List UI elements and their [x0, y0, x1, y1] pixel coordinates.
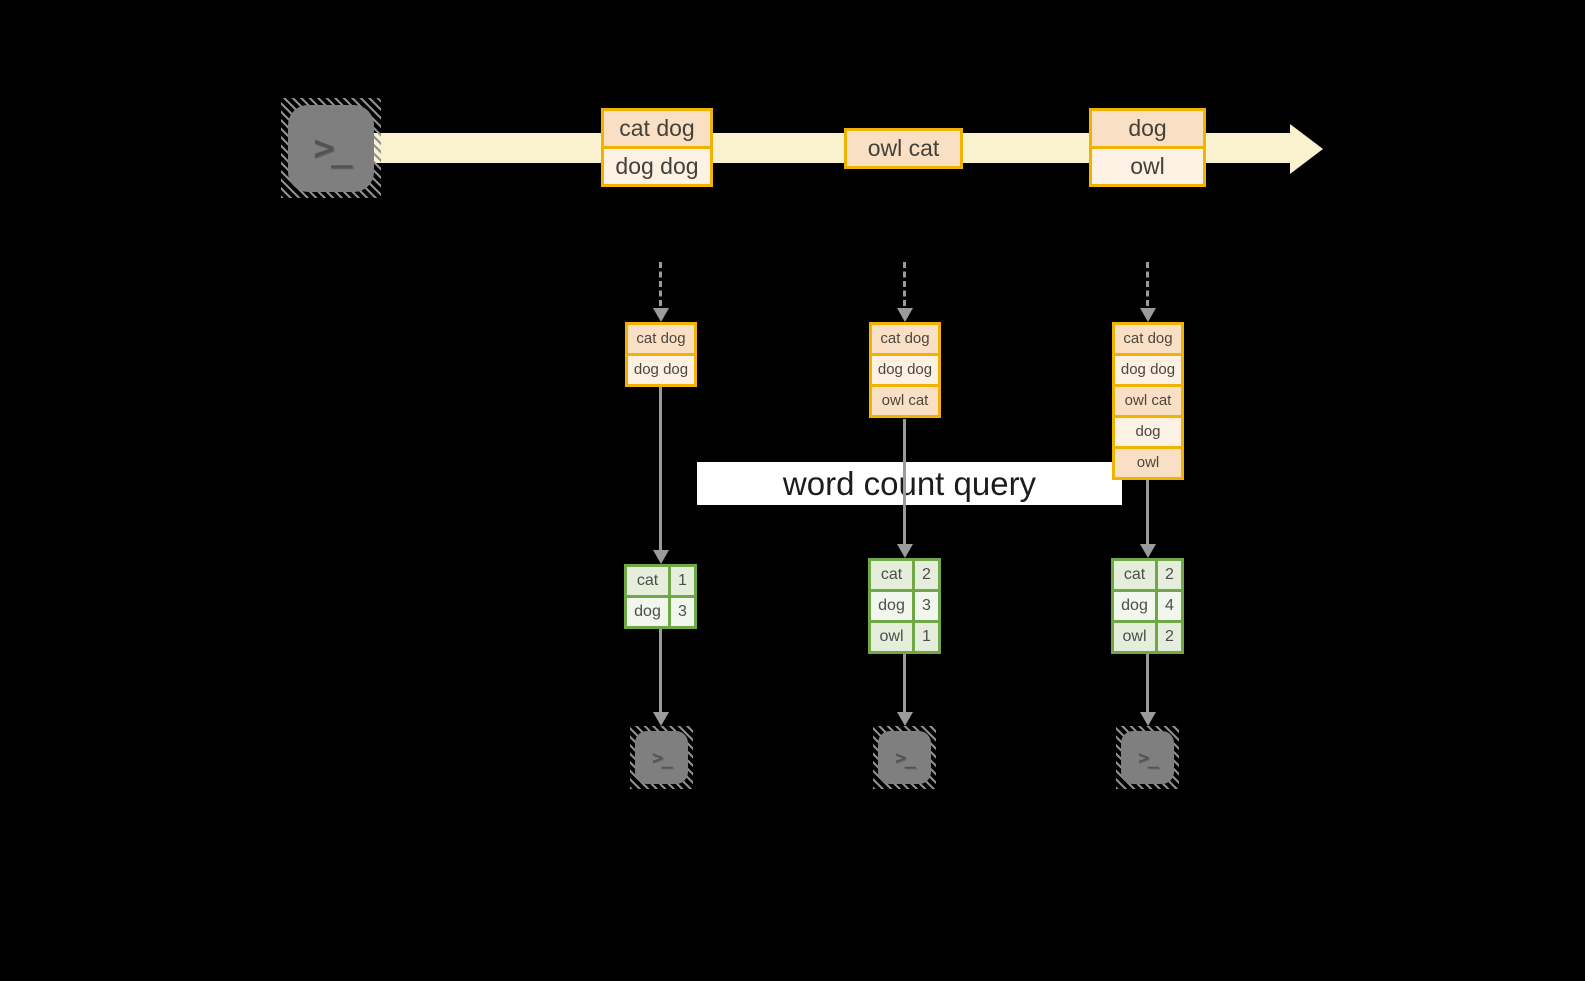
count-cell: 2 — [1155, 561, 1181, 589]
terminal-prompt-glyph: >_ — [313, 128, 352, 169]
count-cell: 3 — [912, 592, 938, 620]
count-row: cat 2 — [1114, 561, 1181, 589]
output-arrow — [903, 654, 906, 712]
count-cell: 1 — [912, 623, 938, 651]
batch-arrowhead-icon — [653, 308, 669, 322]
batch-row: dog dog — [872, 353, 938, 384]
count-row: owl 1 — [871, 620, 938, 651]
word-cell: owl — [1122, 628, 1147, 645]
count-row: cat 1 — [627, 567, 694, 595]
terminal-prompt-glyph: >_ — [1138, 746, 1159, 769]
batch-row: dog dog — [628, 353, 694, 384]
query-arrow — [1146, 480, 1149, 544]
query-arrow — [659, 387, 662, 550]
word-cell: cat — [636, 572, 659, 589]
terminal-output-icon: >_ — [1116, 726, 1179, 789]
word-count-table-1: cat 1 dog 3 — [624, 564, 697, 629]
batch-arrow-dashed — [903, 262, 906, 306]
word-cell: owl — [879, 628, 904, 645]
output-arrow — [659, 629, 662, 712]
word-cell: dog — [1121, 597, 1148, 614]
stream-arrowhead-icon — [1290, 124, 1323, 174]
batch-row: owl cat — [1115, 384, 1181, 415]
event-line: owl cat — [847, 131, 960, 166]
terminal-body: >_ — [635, 731, 688, 784]
word-count-table-2: cat 2 dog 3 owl 1 — [868, 558, 941, 654]
event-line: dog — [1092, 111, 1203, 146]
batch-row: cat dog — [628, 325, 694, 353]
event-line: dog dog — [604, 146, 710, 184]
word-count-table-3: cat 2 dog 4 owl 2 — [1111, 558, 1184, 654]
micro-batch-2: cat dog dog dog owl cat — [869, 322, 941, 418]
query-arrow — [903, 419, 906, 544]
count-row: dog 4 — [1114, 589, 1181, 620]
terminal-prompt-glyph: >_ — [652, 746, 673, 769]
stream-event-box-3: dog owl — [1089, 108, 1206, 187]
query-arrowhead-icon — [1140, 544, 1156, 558]
batch-row: dog dog — [1115, 353, 1181, 384]
micro-batch-3: cat dog dog dog owl cat dog owl — [1112, 322, 1184, 480]
count-row: dog 3 — [871, 589, 938, 620]
batch-row: owl cat — [872, 384, 938, 415]
count-cell: 2 — [1155, 623, 1181, 651]
terminal-output-icon: >_ — [630, 726, 693, 789]
word-cell: dog — [634, 603, 661, 620]
word-cell: cat — [1123, 566, 1146, 583]
terminal-source-icon: >_ — [281, 98, 381, 198]
count-cell: 1 — [668, 567, 694, 595]
terminal-body: >_ — [878, 731, 931, 784]
event-line: cat dog — [604, 111, 710, 146]
terminal-body: >_ — [288, 105, 374, 192]
count-cell: 4 — [1155, 592, 1181, 620]
query-arrowhead-icon — [897, 544, 913, 558]
event-line: owl — [1092, 146, 1203, 184]
batch-row: cat dog — [872, 325, 938, 353]
output-arrow — [1146, 654, 1149, 712]
output-arrowhead-icon — [653, 712, 669, 726]
terminal-prompt-glyph: >_ — [895, 746, 916, 769]
batch-arrow-dashed — [659, 262, 662, 306]
batch-arrow-dashed — [1146, 262, 1149, 306]
count-cell: 2 — [912, 561, 938, 589]
count-row: cat 2 — [871, 561, 938, 589]
word-cell: dog — [878, 597, 905, 614]
count-row: owl 2 — [1114, 620, 1181, 651]
word-cell: cat — [880, 566, 903, 583]
terminal-output-icon: >_ — [873, 726, 936, 789]
query-label: word count query — [697, 462, 1122, 505]
batch-row: dog — [1115, 415, 1181, 446]
count-cell: 3 — [668, 598, 694, 626]
terminal-body: >_ — [1121, 731, 1174, 784]
count-row: dog 3 — [627, 595, 694, 626]
micro-batch-1: cat dog dog dog — [625, 322, 697, 387]
stream-event-box-2: owl cat — [844, 128, 963, 169]
batch-arrowhead-icon — [1140, 308, 1156, 322]
batch-row: owl — [1115, 446, 1181, 477]
stream-event-box-1: cat dog dog dog — [601, 108, 713, 187]
output-arrowhead-icon — [1140, 712, 1156, 726]
query-arrowhead-icon — [653, 550, 669, 564]
output-arrowhead-icon — [897, 712, 913, 726]
batch-row: cat dog — [1115, 325, 1181, 353]
batch-arrowhead-icon — [897, 308, 913, 322]
